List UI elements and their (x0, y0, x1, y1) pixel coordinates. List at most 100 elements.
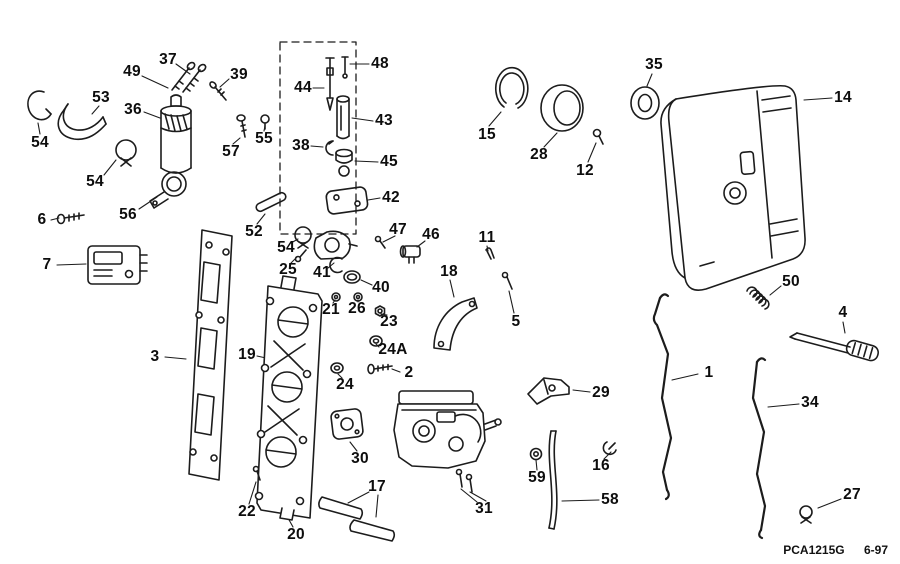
callout-14: 14 (834, 89, 852, 106)
callout-56: 56 (119, 206, 137, 223)
part-pump-plate-42-icon (325, 186, 369, 215)
callout-59: 59 (528, 469, 546, 486)
callout-45: 45 (380, 153, 398, 170)
part-screw-49-icon (171, 61, 196, 91)
part-washer-21-icon (331, 292, 341, 302)
callout-29: 29 (592, 384, 610, 401)
part-hose-17b-icon (349, 519, 396, 542)
callout-21: 21 (322, 301, 340, 318)
callout-34: 34 (801, 394, 819, 411)
callout-49: 49 (123, 63, 141, 80)
part-module-7-icon (87, 245, 148, 285)
part-air-silencer-14-icon (660, 84, 806, 291)
callout-25: 25 (279, 261, 297, 278)
callout-43: 43 (375, 112, 393, 129)
part-screw-47-icon (374, 235, 386, 249)
part-screws-31-icon (455, 468, 473, 493)
callout-5: 5 (511, 313, 521, 330)
part-plate-30-icon (330, 408, 364, 440)
diagram-footer: PCA1215G 6-97 (783, 543, 888, 557)
part-screw-39-icon (209, 81, 227, 101)
part-oring-40-icon (343, 270, 361, 284)
callout-54: 54 (31, 134, 49, 151)
callout-2: 2 (404, 364, 414, 381)
callout-23: 23 (380, 313, 398, 330)
part-fuel-hose-53-icon (57, 103, 107, 141)
revision-date: 6-97 (863, 543, 888, 557)
callout-55: 55 (255, 130, 273, 147)
callout-20: 20 (287, 526, 305, 543)
callout-24: 24 (336, 376, 354, 393)
part-cap-28-icon (540, 84, 584, 132)
part-screw-37-icon (182, 63, 207, 93)
callout-15: 15 (478, 126, 496, 143)
part-clamp-bracket-56-icon (149, 171, 187, 209)
part-float-valve-43-icon (336, 95, 350, 140)
part-screw-25-icon (294, 249, 307, 263)
part-clip-41-icon (329, 256, 343, 274)
callout-22: 22 (238, 503, 256, 520)
callout-35: 35 (645, 56, 663, 73)
part-washer-26-icon (353, 292, 363, 302)
part-choke-lever-4-icon (789, 332, 880, 362)
callout-18: 18 (440, 263, 458, 280)
part-carb-cover-icon (313, 230, 358, 260)
part-cotter-pin-11-icon (485, 247, 495, 260)
part-clip-16-icon (602, 441, 617, 456)
part-fitting-46-icon (399, 245, 421, 264)
callout-37: 37 (159, 51, 177, 68)
part-screw-12-icon (592, 128, 604, 145)
callout-30: 30 (351, 450, 369, 467)
callout-11: 11 (478, 229, 496, 246)
callout-58: 58 (601, 491, 619, 508)
callout-50: 50 (782, 273, 800, 290)
callout-40: 40 (372, 279, 390, 296)
callout-44: 44 (294, 79, 312, 96)
part-spring-clamp-54b-icon (115, 139, 137, 167)
callout-24A: 24A (378, 341, 408, 358)
callout-31: 31 (475, 500, 493, 517)
repair-kit-boundary (279, 41, 357, 235)
callout-19: 19 (238, 346, 256, 363)
part-grommet-24a-icon (369, 335, 383, 347)
callout-16: 16 (592, 457, 610, 474)
callout-1: 1 (704, 364, 714, 381)
callout-26: 26 (348, 300, 366, 317)
callout-53: 53 (92, 89, 110, 106)
part-carburetor-icon (393, 390, 502, 469)
part-pin-48-icon (341, 56, 349, 79)
callout-48: 48 (371, 55, 389, 72)
callout-17: 17 (368, 478, 386, 495)
callout-7: 7 (42, 256, 52, 273)
part-bracket-18-icon (433, 297, 478, 351)
callout-54-2: 54 (86, 173, 104, 190)
part-spring-clamp-54c-icon (294, 226, 312, 249)
part-hose-clip-54-icon (27, 90, 52, 121)
part-screw-57-icon (236, 114, 247, 138)
part-gasket-3-icon (188, 229, 233, 481)
part-grommet-35-icon (630, 86, 660, 120)
part-nut-23-icon (374, 305, 386, 317)
part-seat-45-icon (335, 148, 353, 177)
part-bracket-29-icon (527, 377, 570, 405)
callout-47: 47 (389, 221, 407, 238)
part-washer-59-icon (529, 447, 543, 461)
part-needle-44-icon (325, 57, 335, 111)
callout-46: 46 (422, 226, 440, 243)
part-screw-6-icon (56, 212, 85, 225)
part-screw-22-icon (252, 465, 261, 481)
part-fuel-filter-36-icon (160, 94, 192, 174)
callout-39: 39 (230, 66, 248, 83)
part-spring-50-icon (746, 286, 770, 310)
callout-42: 42 (382, 189, 400, 206)
part-rivet-55-icon (260, 114, 270, 130)
part-link-rod-34-icon (751, 357, 767, 540)
callout-52: 52 (245, 223, 263, 240)
callout-28: 28 (530, 146, 548, 163)
part-clip-38-icon (325, 140, 334, 156)
callout-38: 38 (292, 137, 310, 154)
part-intake-manifold-19-20-icon (254, 275, 323, 521)
part-code: PCA1215G (783, 543, 845, 557)
